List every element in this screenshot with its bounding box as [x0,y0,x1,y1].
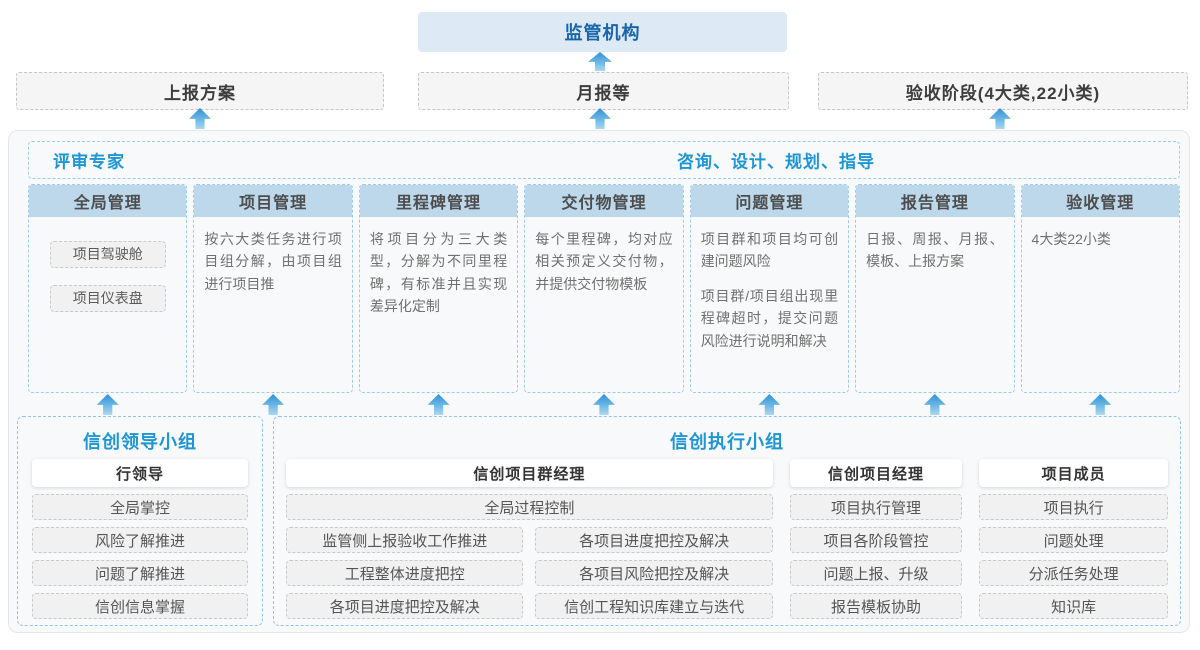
module-description: 按六大类任务进行项目组分解，由项目组进行项目推 [204,231,342,292]
module-global-mgmt: 全局管理 项目驾驶舱 项目仪表盘 [28,184,188,393]
teams-row: 信创领导小组 行领导 全局掌控 风险了解推进 问题了解推进 信创信息掌握 信创执… [17,416,1181,626]
duty-item: 全局掌控 [32,494,248,520]
duty-item: 分派任务处理 [979,560,1168,586]
up-arrow-icon [1089,394,1112,415]
module-description: 4大类22小类 [1031,231,1111,247]
up-arrow-icon [588,52,612,71]
team-title: 信创执行小组 [670,432,784,452]
experts-label: 评审专家 [53,152,125,172]
module-title: 验收管理 [1021,185,1179,217]
duty-item: 报告模板协助 [789,593,963,619]
duty-item: 项目执行管理 [789,494,963,520]
up-arrow-icon [923,394,946,415]
duty-item: 问题上报、升级 [789,560,963,586]
module-acceptance-mgmt: 验收管理 4大类22小类 [1020,184,1180,393]
module-description: 项目群和项目均可创建问题风险 [700,231,839,270]
arrow-row [28,393,1180,416]
team-exec-group: 信创执行小组 信创项目群经理 全局过程控制 监管侧上报验收工作推进 各项目进度把… [273,416,1181,626]
guidance-label: 咨询、设计、规划、指导 [677,152,875,172]
duty-item: 风险了解推进 [32,527,248,553]
module-title: 交付物管理 [525,185,683,217]
duty-item: 知识库 [979,593,1168,619]
team-leading-group: 信创领导小组 行领导 全局掌控 风险了解推进 问题了解推进 信创信息掌握 [17,416,263,626]
module-title: 里程碑管理 [359,185,518,217]
expert-bar: 评审专家 咨询、设计、规划、指导 [28,141,1180,179]
duty-item: 信创信息掌握 [32,593,248,619]
duty-item: 工程整体进度把控 [286,560,524,586]
platform-panel: 评审专家 咨询、设计、规划、指导 全局管理 项目驾驶舱 项目仪表盘 项目管理 按… [8,130,1190,633]
up-arrow-icon [189,108,211,129]
duty-item: 项目执行 [979,494,1168,520]
role-program-manager: 信创项目群经理 [286,459,773,487]
up-arrow-icon [758,394,781,415]
team-title: 信创领导小组 [83,432,197,452]
duty-item: 监管侧上报验收工作推进 [286,527,524,553]
module-title: 报告管理 [856,185,1014,217]
tag-project-cockpit: 项目驾驶舱 [49,241,166,268]
up-arrow-icon [427,394,450,415]
module-description: 每个里程碑，均对应相关预定义交付物，并提供交付物模板 [535,231,673,292]
up-arrow-icon [592,394,615,415]
module-description: 将项目分为三大类型，分解为不同里程碑，有标准并且实现差异化定制 [369,231,508,315]
duty-item: 信创工程知识库建立与迭代 [535,593,773,619]
up-arrow-icon [262,394,285,415]
duty-item: 项目各阶段管控 [789,527,963,553]
section-project-manager: 信创项目经理 项目执行管理 项目各阶段管控 问题上报、升级 报告模板协助 [789,455,963,619]
regulator-box: 监管机构 [418,12,787,52]
duty-item: 问题处理 [979,527,1168,553]
module-title: 全局管理 [29,185,187,217]
module-deliverable-mgmt: 交付物管理 每个里程碑，均对应相关预定义交付物，并提供交付物模板 [524,184,684,393]
module-project-mgmt: 项目管理 按六大类任务进行项目组分解，由项目组进行项目推 [193,184,353,393]
duty-item: 问题了解推进 [32,560,248,586]
module-description: 日报、周报、月报、模板、上报方案 [866,231,1004,270]
role-project-member: 项目成员 [979,459,1168,487]
module-title: 问题管理 [690,185,849,217]
duty-item: 全局过程控制 [286,494,773,520]
section-program-manager: 信创项目群经理 全局过程控制 监管侧上报验收工作推进 各项目进度把控及解决 工程… [286,455,773,619]
up-arrow-icon [96,394,119,415]
module-report-mgmt: 报告管理 日报、周报、月报、模板、上报方案 [855,184,1015,393]
module-issue-mgmt: 问题管理 项目群和项目均可创建问题风险 项目群/项目组出现里程碑超时，提交问题风… [689,184,850,393]
tag-project-dashboard: 项目仪表盘 [49,285,166,312]
section-project-member: 项目成员 项目执行 问题处理 分派任务处理 知识库 [979,455,1168,619]
duty-item: 各项目进度把控及解决 [535,527,773,553]
role-bank-leaders: 行领导 [32,459,248,487]
module-description: 项目群/项目组出现里程碑超时，提交问题风险进行说明和解决 [700,287,839,349]
modules-row: 全局管理 项目驾驶舱 项目仪表盘 项目管理 按六大类任务进行项目组分解，由项目组… [28,184,1180,393]
report-box-plan: 上报方案 [16,72,384,110]
role-project-manager: 信创项目经理 [789,459,963,487]
up-arrow-icon [589,108,611,129]
report-box-monthly: 月报等 [418,72,789,110]
report-box-acceptance: 验收阶段(4大类,22小类) [818,72,1188,110]
module-milestone-mgmt: 里程碑管理 将项目分为三大类型，分解为不同里程碑，有标准并且实现差异化定制 [358,184,519,393]
duty-item: 各项目进度把控及解决 [286,593,524,619]
module-title: 项目管理 [194,185,352,217]
duty-item: 各项目风险把控及解决 [535,560,773,586]
up-arrow-icon [989,108,1011,129]
